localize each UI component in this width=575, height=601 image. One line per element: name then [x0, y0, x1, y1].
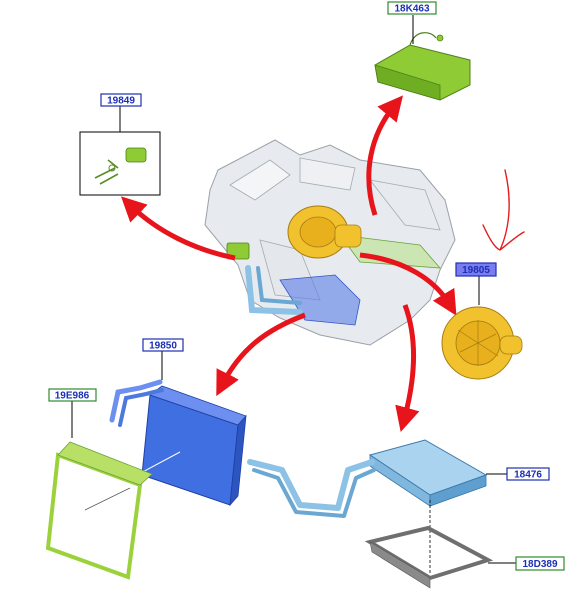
part-19849 — [79, 106, 161, 196]
callout-18d389: 18D389 — [515, 556, 565, 571]
red-arrow-icon — [359, 252, 457, 316]
svg-text:19E986: 19E986 — [55, 391, 90, 402]
hand-drawn-arrow-icon — [482, 169, 525, 251]
part-18476 — [247, 439, 507, 518]
red-arrow-icon — [120, 196, 236, 261]
red-arrow-icon — [216, 312, 306, 397]
callout-19e986: 19E986 — [48, 388, 97, 402]
svg-text:19849: 19849 — [107, 96, 135, 107]
part-19e986 — [45, 401, 153, 580]
callout-19805: 19805 — [455, 262, 497, 277]
svg-text:18D389: 18D389 — [522, 559, 557, 570]
svg-text:19850: 19850 — [149, 341, 177, 352]
part-19850 — [89, 351, 247, 507]
svg-text:18K463: 18K463 — [394, 4, 429, 15]
callout-18476: 18476 — [506, 467, 550, 481]
part-19805 — [441, 276, 523, 380]
svg-text:18476: 18476 — [514, 470, 542, 481]
part-18d389 — [364, 500, 516, 589]
callout-19850: 19850 — [142, 338, 184, 352]
part-18k463 — [374, 15, 471, 101]
exploded-arrows — [120, 95, 457, 433]
hvac-housing-assembly — [204, 139, 456, 346]
svg-text:19805: 19805 — [462, 265, 490, 276]
red-arrow-icon — [366, 95, 403, 216]
callout-19849: 19849 — [100, 93, 142, 107]
red-arrow-icon — [395, 304, 420, 433]
callout-18k463: 18K463 — [387, 1, 437, 15]
